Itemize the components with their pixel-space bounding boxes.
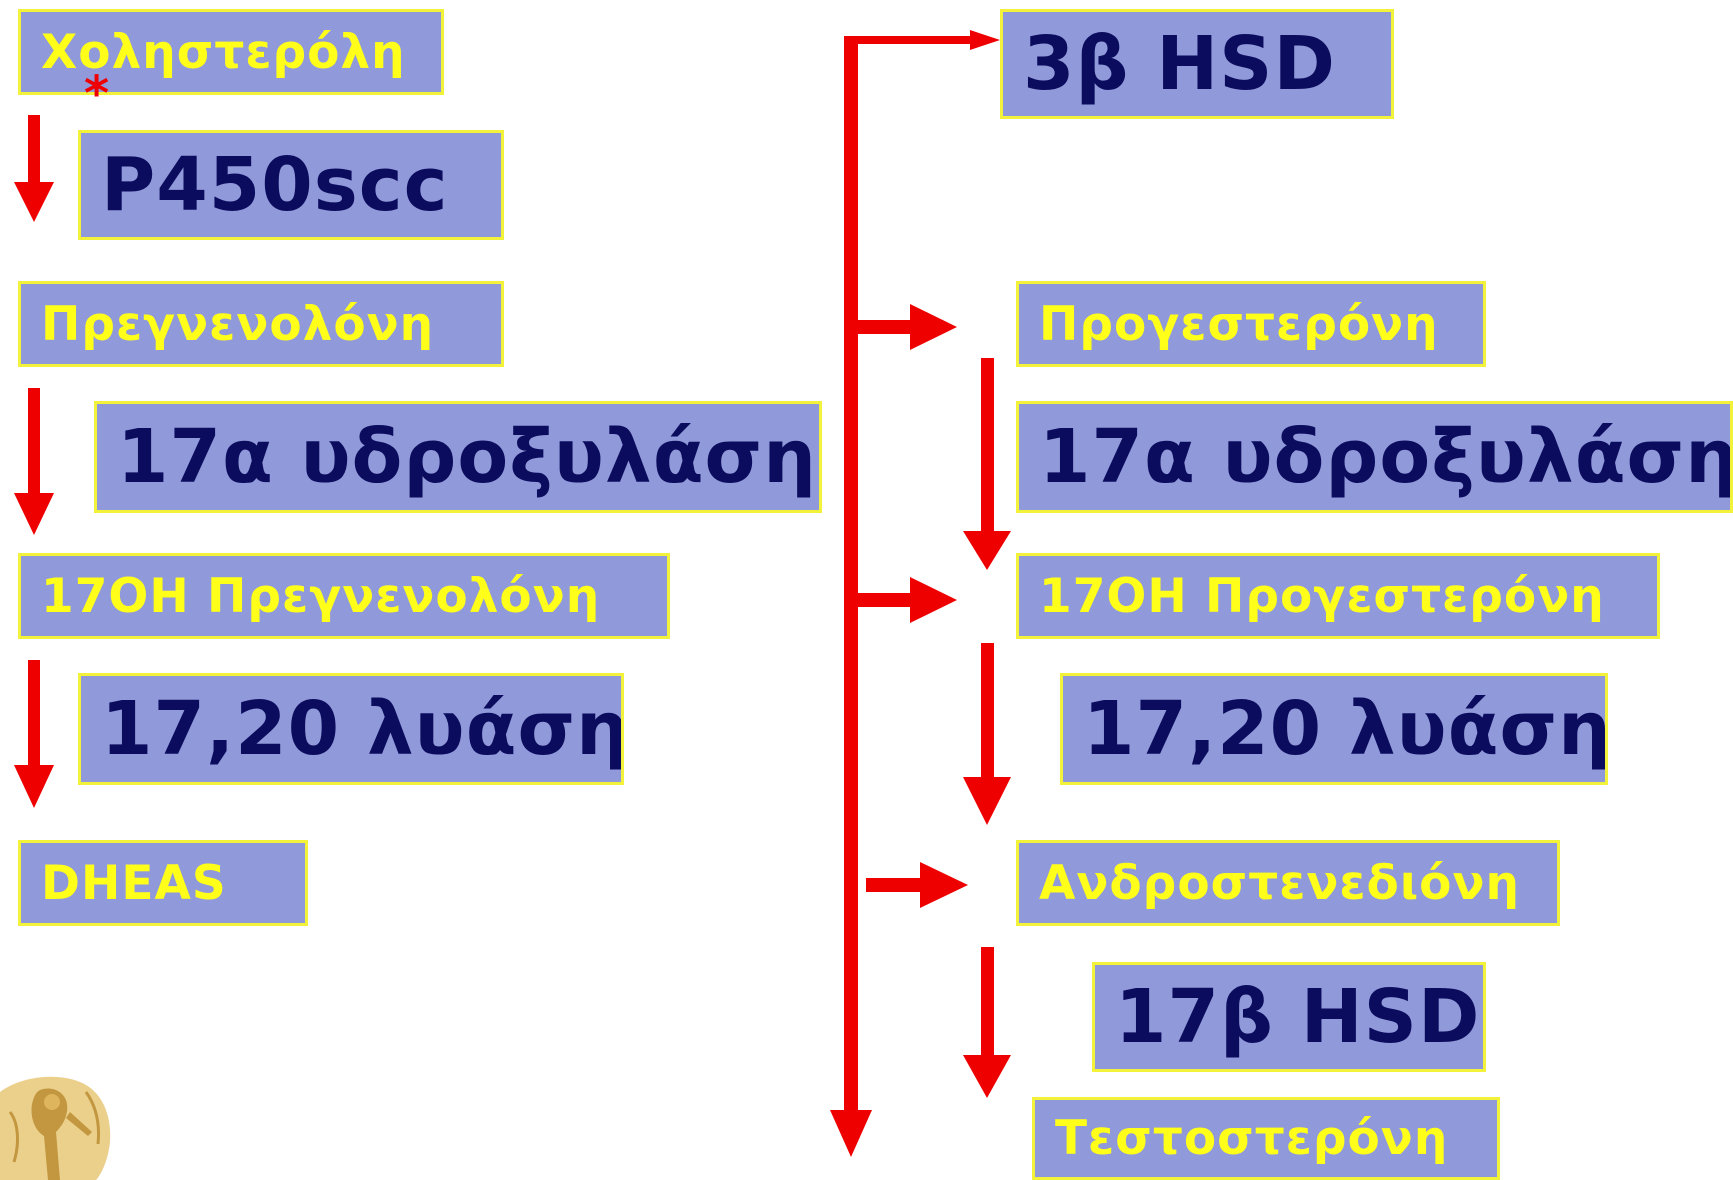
left-17a-hydroxylase-label: 17α υδροξυλάση bbox=[117, 414, 817, 500]
university-emblem-logo bbox=[0, 1076, 111, 1180]
testosterone-label: Τεστοστερόνη bbox=[1055, 1111, 1449, 1166]
testosterone-box: Τεστοστερόνη bbox=[1032, 1097, 1500, 1180]
p450scc-label: P450scc bbox=[101, 142, 449, 228]
17oh-pregnenolone-box: 17OH Πρεγνενολόνη bbox=[18, 553, 670, 639]
right-17a-hydroxylase-box: 17α υδροξυλάση bbox=[1016, 401, 1733, 513]
left-17a-hydroxylase-box: 17α υδροξυλάση bbox=[94, 401, 822, 513]
progesterone-label: Προγεστερόνη bbox=[1039, 296, 1439, 352]
right-1720-lyase-label: 17,20 λυάση bbox=[1083, 686, 1608, 772]
17b-hsd-box: 17β HSD bbox=[1092, 962, 1486, 1072]
3b-hsd-box: 3β HSD bbox=[1000, 9, 1394, 119]
arrow-to-androstenedione bbox=[866, 862, 968, 908]
arrow-androstenedione-to-testosterone bbox=[963, 947, 1011, 1098]
17oh-pregnenolone-label: 17OH Πρεγνενολόνη bbox=[41, 568, 601, 624]
arrow-pregnenolone-to-17oh-pregnenolone bbox=[14, 388, 54, 535]
arrow-cholesterol-to-pregnenolone bbox=[14, 115, 54, 222]
androstenedione-box: Ανδροστενεδιόνη bbox=[1016, 840, 1560, 926]
androstenedione-label: Ανδροστενεδιόνη bbox=[1039, 855, 1520, 911]
right-17a-hydroxylase-label: 17α υδροξυλάση bbox=[1039, 414, 1733, 500]
cholesterol-box: Χοληστερόλη bbox=[18, 9, 444, 95]
17oh-progesterone-box: 17OH Προγεστερόνη bbox=[1016, 553, 1660, 639]
dheas-label: DHEAS bbox=[41, 855, 227, 911]
left-1720-lyase-box: 17,20 λυάση bbox=[78, 673, 624, 785]
cholesterol-label: Χοληστερόλη bbox=[41, 24, 406, 80]
arrow-to-3b-hsd bbox=[844, 30, 1000, 50]
arrow-17oh-pregnenolone-to-dheas bbox=[14, 660, 54, 808]
arrow-progesterone-to-17oh-progesterone bbox=[963, 358, 1011, 570]
arrow-to-17oh-progesterone bbox=[858, 577, 957, 623]
trunk-3b-hsd-arrow bbox=[830, 36, 872, 1157]
pregnenolone-box: Πρεγνενολόνη bbox=[18, 281, 504, 367]
17oh-progesterone-label: 17OH Προγεστερόνη bbox=[1039, 568, 1605, 624]
right-1720-lyase-box: 17,20 λυάση bbox=[1060, 673, 1608, 785]
arrow-17oh-progesterone-to-androstenedione bbox=[963, 643, 1011, 825]
progesterone-box: Προγεστερόνη bbox=[1016, 281, 1486, 367]
left-1720-lyase-label: 17,20 λυάση bbox=[101, 686, 624, 772]
pregnenolone-label: Πρεγνενολόνη bbox=[41, 296, 435, 352]
p450scc-box: P450scc bbox=[78, 130, 504, 240]
3b-hsd-label: 3β HSD bbox=[1023, 21, 1336, 107]
dheas-box: DHEAS bbox=[18, 840, 308, 926]
arrow-to-progesterone bbox=[858, 304, 957, 350]
marker-asterisk: * bbox=[84, 66, 110, 122]
17b-hsd-label: 17β HSD bbox=[1115, 974, 1481, 1060]
